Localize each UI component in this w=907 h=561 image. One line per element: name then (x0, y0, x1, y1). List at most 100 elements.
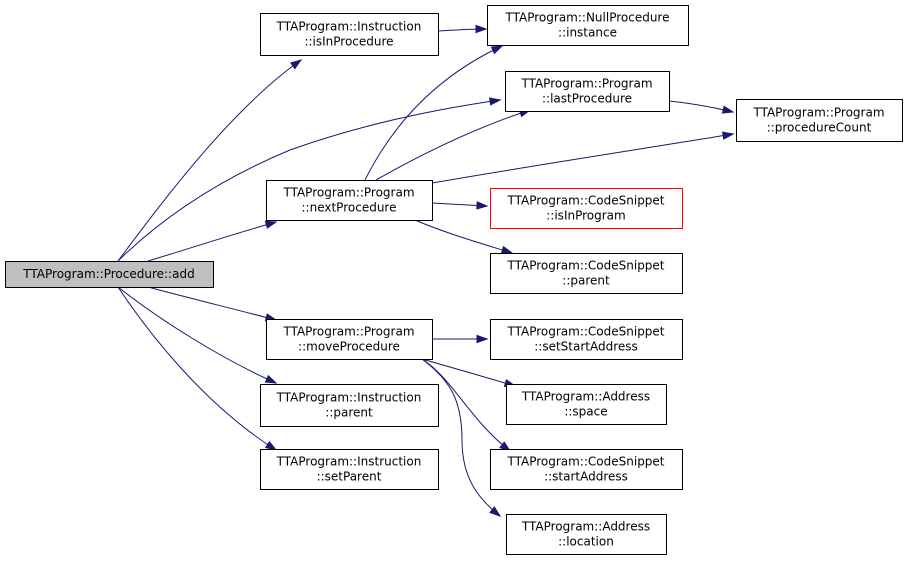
arrowhead-icon (264, 440, 278, 451)
node-label-line: TTAProgram::CodeSnippet (506, 259, 664, 273)
node-instrSetParent[interactable]: TTAProgram::Instruction::setParent (260, 449, 439, 490)
node-label-line: TTAProgram::Address (521, 520, 650, 534)
arrowhead-icon (721, 105, 735, 114)
edge-line (375, 109, 531, 181)
node-csParent[interactable]: TTAProgram::CodeSnippet::parent (490, 253, 683, 294)
arrowhead-icon (500, 245, 514, 254)
edge-add-to-instrParent (117, 286, 278, 384)
node-label-line: ::procedureCount (767, 121, 872, 135)
edge-add-to-moveProcedure (147, 286, 278, 322)
edge-add-to-lastProcedure (117, 97, 502, 262)
node-label-line: TTAProgram::Instruction (276, 455, 422, 469)
node-label-line: ::location (558, 535, 614, 549)
node-label-line: TTAProgram::Instruction (276, 20, 422, 34)
edge-line (117, 286, 277, 384)
edge-line (147, 221, 277, 262)
edge-line (431, 133, 734, 184)
node-label-line: TTAProgram::CodeSnippet (506, 325, 664, 339)
node-box (490, 449, 683, 490)
edge-line (147, 286, 277, 321)
node-label-line: TTAProgram::Program (520, 77, 652, 91)
arrowhead-icon (721, 131, 735, 140)
node-label-line: ::lastProcedure (542, 92, 632, 106)
node-label-line: ::isInProgram (546, 209, 625, 223)
edge-add-to-instrSetParent (117, 286, 278, 451)
node-label-line: TTAProgram::CodeSnippet (506, 455, 664, 469)
node-nullProcInstance[interactable]: TTAProgram::NullProcedure::instance (487, 5, 689, 46)
node-box (490, 253, 683, 294)
node-label-line: ::parent (325, 406, 373, 420)
edge-isInProcedure-to-nullProcInstance (437, 24, 488, 34)
node-label-line: ::parent (562, 274, 610, 288)
edges-layer (117, 24, 735, 517)
node-nextProcedure[interactable]: TTAProgram::Program::nextProcedure (266, 180, 433, 221)
node-addrLocation[interactable]: TTAProgram::Address::location (506, 514, 667, 555)
node-box (490, 188, 683, 229)
node-addrSpace[interactable]: TTAProgram::Address::space (506, 384, 667, 425)
node-label-line: ::space (564, 405, 607, 419)
edge-line (117, 286, 277, 451)
node-isInProcedure[interactable]: TTAProgram::Instruction::isInProcedure (260, 13, 439, 56)
node-box (260, 449, 439, 490)
node-label-line: ::setStartAddress (534, 340, 638, 354)
node-label-line: TTAProgram::Address (521, 390, 650, 404)
edge-nextProcedure-to-isInProgram (431, 201, 489, 210)
node-label-line: TTAProgram::Program (282, 186, 414, 200)
node-isInProgram[interactable]: TTAProgram::CodeSnippet::isInProgram (490, 188, 683, 229)
edge-line (421, 358, 516, 387)
edge-lastProcedure-to-procedureCount (668, 100, 735, 114)
edge-line (414, 219, 513, 254)
node-box (5, 261, 214, 288)
node-lastProcedure[interactable]: TTAProgram::Program::lastProcedure (505, 71, 670, 112)
node-label-line: TTAProgram::Program (282, 325, 414, 339)
edge-nextProcedure-to-csParent (414, 219, 514, 254)
arrowhead-icon (475, 24, 488, 34)
edge-line (117, 99, 501, 262)
node-box (736, 99, 903, 142)
edge-moveProcedure-to-addrSpace (421, 358, 517, 388)
edge-moveProcedure-to-addrLocation (421, 358, 502, 517)
arrowhead-icon (476, 201, 489, 210)
node-label-line: ::moveProcedure (298, 340, 400, 354)
node-box (266, 180, 433, 221)
node-add[interactable]: TTAProgram::Procedure::add (5, 261, 214, 288)
node-label-line: TTAProgram::NullProcedure (505, 11, 670, 25)
node-label-line: ::setParent (317, 470, 382, 484)
arrowhead-icon (490, 45, 504, 55)
edge-nextProcedure-to-procedureCount (431, 131, 735, 184)
edge-add-to-nextProcedure (147, 220, 278, 262)
node-label-line: ::instance (558, 26, 617, 40)
node-setStartAddress[interactable]: TTAProgram::CodeSnippet::setStartAddress (490, 319, 683, 360)
nodes-layer: TTAProgram::Procedure::addTTAProgram::In… (5, 5, 903, 555)
edge-nextProcedure-to-lastProcedure (375, 109, 532, 181)
edge-nextProcedure-to-nullProcInstance (364, 45, 504, 181)
node-box (506, 514, 667, 555)
edge-moveProcedure-to-setStartAddress (432, 334, 489, 344)
edge-line (421, 358, 501, 517)
node-label-line: ::nextProcedure (302, 201, 397, 215)
arrowhead-icon (264, 374, 278, 384)
node-box (260, 384, 439, 427)
arrowhead-icon (476, 334, 489, 344)
node-instrParent[interactable]: TTAProgram::Instruction::parent (260, 384, 439, 427)
node-label-line: TTAProgram::Instruction (276, 391, 422, 405)
node-label-line: ::startAddress (544, 470, 628, 484)
node-box (505, 71, 670, 112)
node-moveProcedure[interactable]: TTAProgram::Program::moveProcedure (266, 319, 433, 360)
node-startAddress[interactable]: TTAProgram::CodeSnippet::startAddress (490, 449, 683, 490)
arrowhead-icon (489, 506, 502, 517)
node-label-line: ::isInProcedure (304, 35, 393, 49)
edge-line (364, 45, 503, 181)
node-label-line: TTAProgram::CodeSnippet (506, 194, 664, 208)
arrowhead-icon (289, 59, 303, 70)
node-box (266, 319, 433, 360)
edge-add-to-isInProcedure (117, 59, 303, 262)
edge-line (117, 59, 302, 262)
node-label-line: TTAProgram::Program (752, 106, 884, 120)
node-procedureCount[interactable]: TTAProgram::Program::procedureCount (736, 99, 903, 142)
node-label-line: TTAProgram::Procedure::add (22, 267, 194, 281)
node-box (260, 13, 439, 56)
arrowhead-icon (489, 97, 502, 106)
arrowhead-icon (264, 220, 278, 229)
